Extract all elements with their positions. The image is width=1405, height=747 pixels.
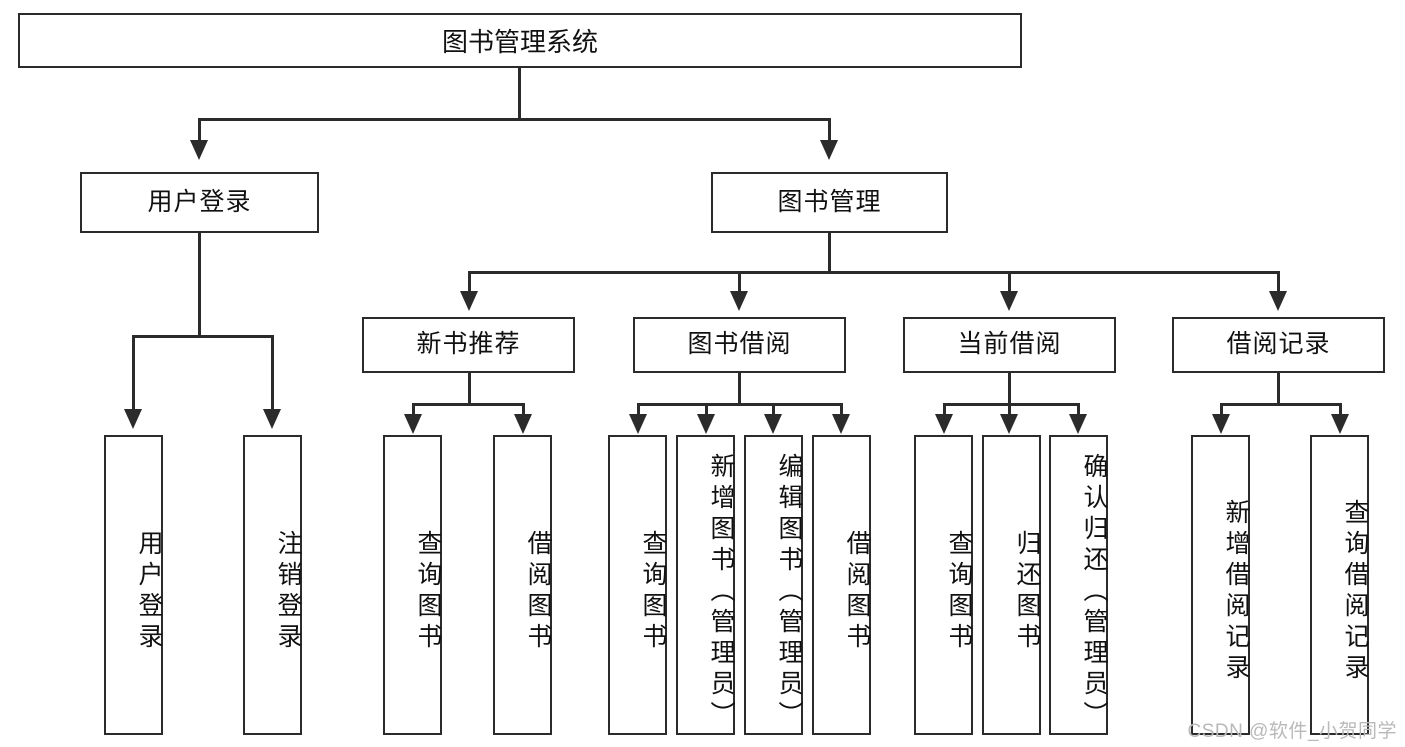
connector-book-borrow-drop-4: [840, 403, 843, 415]
connector-level2-drop-current-borrow: [1008, 271, 1011, 292]
leaf-query-book-1[interactable]: 查询图书: [383, 435, 442, 735]
connector-current-borrow-drop-2: [1008, 403, 1011, 415]
arrow-level1-user-login: [190, 140, 208, 160]
connector-borrow-record-drop-1: [1220, 403, 1223, 415]
node-root-system[interactable]: 图书管理系统: [18, 13, 1022, 68]
leaf-borrow-book-2[interactable]: 借阅图书: [812, 435, 871, 735]
arrow-leaf-confirm-return: [1069, 414, 1087, 434]
connector-book-borrow-stem: [738, 373, 741, 405]
connector-new-book-drop-2: [522, 403, 525, 415]
connector-new-book-bus: [412, 403, 525, 406]
leaf-add-record[interactable]: 新增借阅记录: [1191, 435, 1250, 735]
connector-level1-bus: [198, 118, 831, 121]
connector-book-borrow-drop-1: [637, 403, 640, 415]
arrow-level1-book-manage: [820, 140, 838, 160]
connector-level2-bus: [468, 271, 1279, 274]
connector-book-borrow-drop-2: [705, 403, 708, 415]
connector-borrow-record-bus: [1220, 403, 1342, 406]
connector-level2-drop-book-borrow: [738, 271, 741, 292]
arrow-leaf-add-book: [697, 414, 715, 434]
connector-book-borrow-bus: [637, 403, 842, 406]
node-book-manage[interactable]: 图书管理: [711, 172, 948, 233]
node-book-borrow[interactable]: 图书借阅: [633, 317, 846, 373]
connector-user-login-stem: [198, 233, 201, 337]
connector-new-book-stem: [468, 373, 471, 405]
leaf-user-login[interactable]: 用户登录: [104, 435, 163, 735]
arrow-leaf-borrow-book-1: [514, 414, 532, 434]
leaf-return-book[interactable]: 归还图书: [982, 435, 1041, 735]
connector-level1-drop-book-manage: [828, 118, 831, 141]
arrow-level2-current-borrow: [1000, 291, 1018, 311]
connector-borrow-record-stem: [1277, 373, 1280, 405]
arrow-level2-new-book-recommend: [460, 291, 478, 311]
connector-level2-drop-borrow-record: [1277, 271, 1280, 292]
leaf-confirm-return[interactable]: 确认归还（管理员）: [1049, 435, 1108, 735]
connector-current-borrow-stem: [1008, 373, 1011, 405]
leaf-edit-book[interactable]: 编辑图书（管理员）: [744, 435, 803, 735]
arrow-leaf-query-record: [1331, 414, 1349, 434]
leaf-borrow-book-1[interactable]: 借阅图书: [493, 435, 552, 735]
node-new-book-recommend[interactable]: 新书推荐: [362, 317, 575, 373]
node-borrow-record[interactable]: 借阅记录: [1172, 317, 1385, 373]
connector-root-stem: [518, 68, 521, 120]
connector-level2-drop-new-book: [468, 271, 471, 292]
node-current-borrow[interactable]: 当前借阅: [903, 317, 1116, 373]
arrow-leaf-borrow-book-2: [832, 414, 850, 434]
connector-current-borrow-drop-3: [1077, 403, 1080, 415]
connector-book-borrow-drop-3: [772, 403, 775, 415]
arrow-level2-book-borrow: [730, 291, 748, 311]
connector-new-book-drop-1: [412, 403, 415, 415]
arrow-leaf-query-book-1: [404, 414, 422, 434]
leaf-query-book-3[interactable]: 查询图书: [914, 435, 973, 735]
arrow-leaf-query-book-3: [935, 414, 953, 434]
arrow-level2-borrow-record: [1269, 291, 1287, 311]
leaf-query-record[interactable]: 查询借阅记录: [1310, 435, 1369, 735]
leaf-query-book-2[interactable]: 查询图书: [608, 435, 667, 735]
connector-user-login-drop-1: [132, 335, 135, 410]
connector-user-login-drop-2: [271, 335, 274, 410]
arrow-leaf-add-record: [1212, 414, 1230, 434]
leaf-user-logout[interactable]: 注销登录: [243, 435, 302, 735]
connector-current-borrow-bus: [943, 403, 1080, 406]
connector-current-borrow-drop-1: [943, 403, 946, 415]
arrow-leaf-user-logout: [263, 409, 281, 429]
connector-borrow-record-drop-2: [1339, 403, 1342, 415]
arrow-leaf-query-book-2: [629, 414, 647, 434]
csdn-watermark: CSDN @软件_小贺同学: [1187, 721, 1397, 742]
leaf-add-book[interactable]: 新增图书（管理员）: [676, 435, 735, 735]
arrow-leaf-return-book: [1000, 414, 1018, 434]
connector-level1-drop-user-login: [198, 118, 201, 141]
connector-user-login-bus: [132, 335, 273, 338]
node-user-login[interactable]: 用户登录: [80, 172, 319, 233]
arrow-leaf-edit-book: [764, 414, 782, 434]
connector-book-manage-stem: [828, 233, 831, 273]
arrow-leaf-user-login: [124, 409, 142, 429]
